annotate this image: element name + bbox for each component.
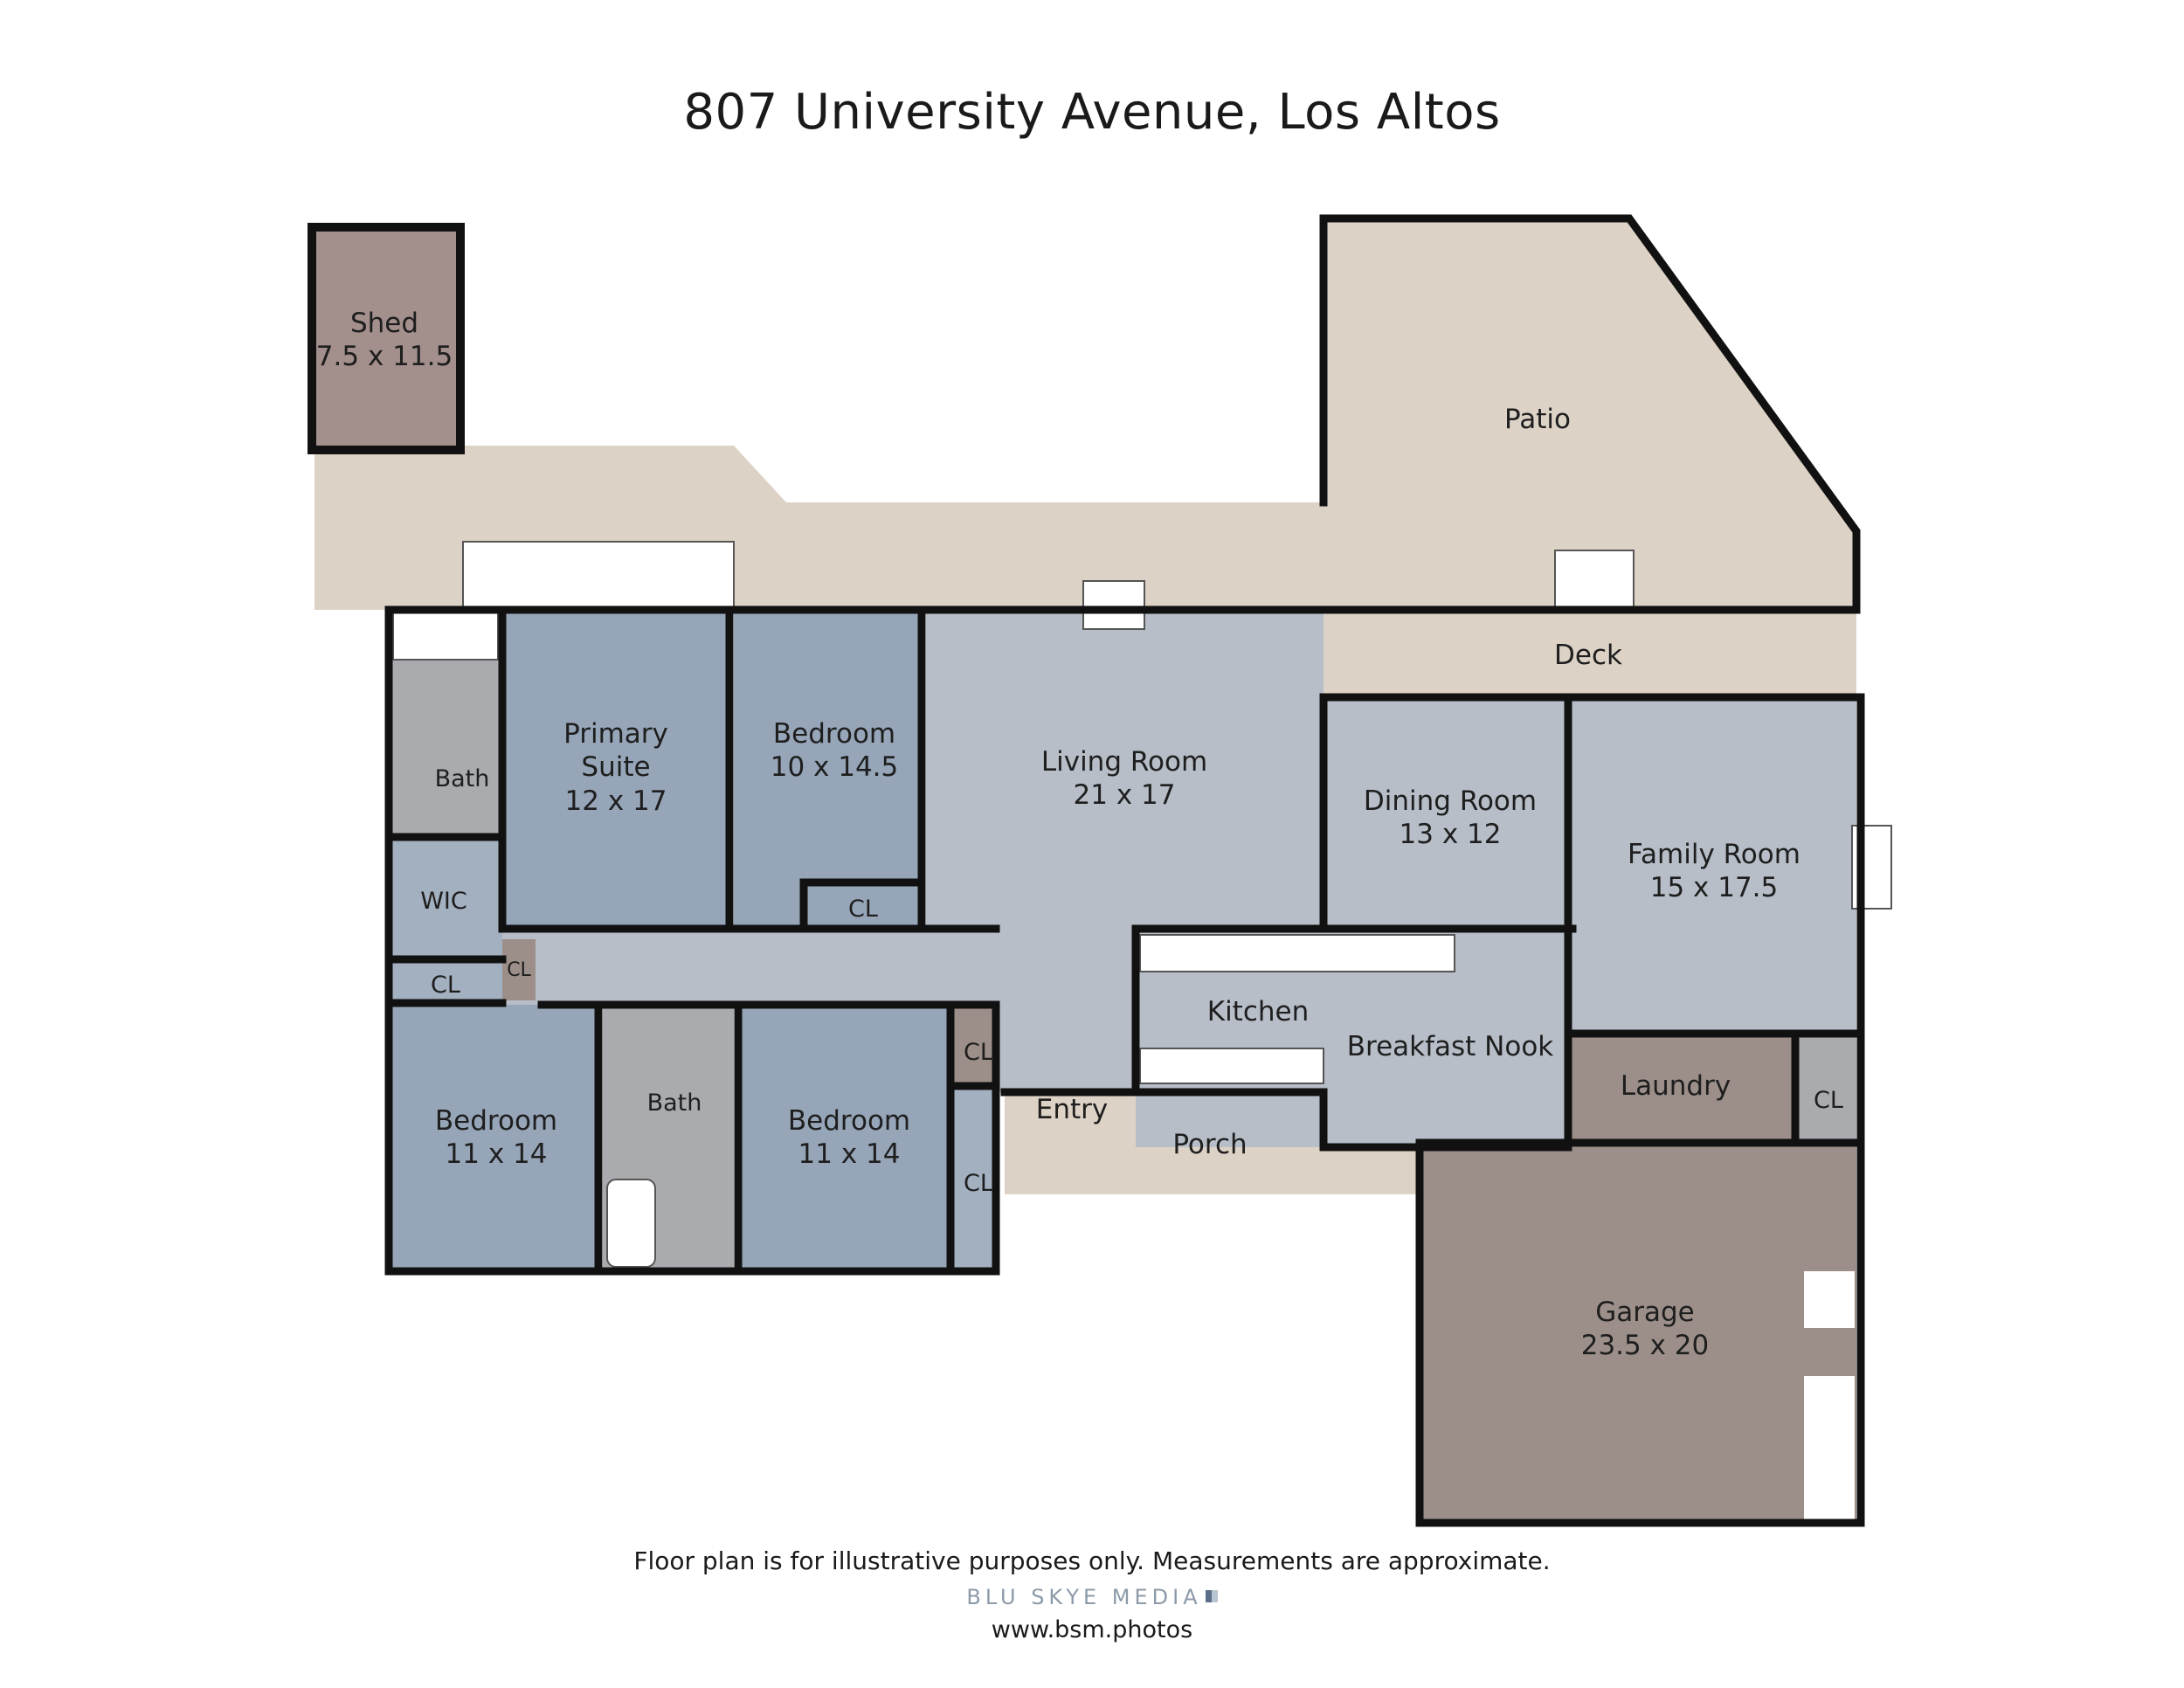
svg-text:Suite: Suite xyxy=(581,751,650,783)
wic-room xyxy=(389,837,502,959)
patio-area xyxy=(314,218,1856,610)
kitchen-counter xyxy=(1139,934,1455,972)
svg-text:Garage: Garage xyxy=(1595,1297,1695,1328)
shed-label: Shed 7.5 x 11.5 xyxy=(316,308,453,372)
cl-bed3-label: CL xyxy=(964,1170,993,1197)
laundry-room xyxy=(1568,1034,1795,1143)
bedroom1-label: Bedroom 10 x 14.5 xyxy=(771,718,899,783)
brand-logo: BLU SKYE MEDIA xyxy=(0,1585,2184,1609)
brand-mark-icon xyxy=(1205,1590,1218,1602)
patio-steps-west xyxy=(462,541,735,611)
plan-title: 807 University Avenue, Los Altos xyxy=(683,84,1501,141)
shower-fixture xyxy=(392,611,499,661)
cl-entry-room xyxy=(950,1005,996,1083)
cl-wic-room xyxy=(389,959,502,1003)
patio-label: Patio xyxy=(1504,404,1571,435)
family-label: Family Room 15 x 17.5 xyxy=(1628,839,1800,903)
living-label: Living Room 21 x 17 xyxy=(1041,746,1207,811)
primary-label: Primary Suite 12 x 17 xyxy=(563,718,668,817)
shed-room xyxy=(308,223,465,454)
dining-label: Dining Room 13 x 12 xyxy=(1364,785,1537,850)
garage-room xyxy=(1420,1143,1856,1523)
cl-hall-label: CL xyxy=(507,959,531,981)
wic-label: WIC xyxy=(420,888,467,915)
svg-text:Bedroom: Bedroom xyxy=(773,718,895,750)
svg-text:Living Room: Living Room xyxy=(1041,746,1207,778)
bath1-label: Bath xyxy=(435,765,490,792)
brand-url: www.bsm.photos xyxy=(991,1616,1193,1643)
cl-bed3-room xyxy=(950,1088,996,1271)
svg-text:11 x 14: 11 x 14 xyxy=(446,1138,548,1170)
svg-text:Primary: Primary xyxy=(563,718,668,750)
svg-text:23.5 x 20: 23.5 x 20 xyxy=(1581,1330,1710,1361)
svg-text:12 x 17: 12 x 17 xyxy=(565,785,667,817)
svg-text:10 x 14.5: 10 x 14.5 xyxy=(771,751,899,783)
kitchen-label: Kitchen xyxy=(1207,996,1310,1027)
svg-text:Bedroom: Bedroom xyxy=(435,1105,557,1137)
garage-door-marker-lower xyxy=(1804,1376,1855,1520)
disclaimer-text: Floor plan is for illustrative purposes … xyxy=(633,1546,1551,1575)
bath2-label: Bath xyxy=(647,1090,702,1117)
laundry-label: Laundry xyxy=(1621,1070,1731,1102)
patio-steps-east xyxy=(1554,550,1635,608)
cl-laundry-label: CL xyxy=(1814,1087,1843,1114)
nook-label: Breakfast Nook xyxy=(1347,1031,1554,1062)
family-room xyxy=(1568,697,1856,1034)
deck-label: Deck xyxy=(1554,640,1622,671)
cl-hall-room xyxy=(502,939,536,1000)
svg-text:11 x 14: 11 x 14 xyxy=(798,1138,901,1170)
svg-text:Shed: Shed xyxy=(350,308,418,339)
svg-text:13 x 12: 13 x 12 xyxy=(1400,819,1502,850)
bedroom2-room xyxy=(389,1005,598,1271)
svg-text:Bedroom: Bedroom xyxy=(788,1105,910,1137)
svg-text:15 x 17.5: 15 x 17.5 xyxy=(1650,872,1779,903)
hall-area xyxy=(502,929,996,1007)
brand-name: BLU SKYE MEDIA xyxy=(966,1585,1202,1609)
dining-room xyxy=(1324,697,1568,929)
garage-label: Garage 23.5 x 20 xyxy=(1581,1297,1710,1361)
deck-area xyxy=(1324,610,1856,697)
cl-entry-label: CL xyxy=(964,1039,993,1066)
porch-label: Porch xyxy=(1172,1129,1247,1160)
primary-room xyxy=(502,610,729,929)
svg-text:7.5 x 11.5: 7.5 x 11.5 xyxy=(316,341,453,372)
walls xyxy=(384,214,1865,1527)
cl-laundry-room xyxy=(1795,1034,1856,1143)
cl-wic-label: CL xyxy=(431,972,460,999)
svg-text:Dining Room: Dining Room xyxy=(1364,785,1537,817)
kitchen-island xyxy=(1139,1048,1324,1084)
cl-bed1-label: CL xyxy=(848,896,878,923)
garage-door-marker-upper xyxy=(1804,1271,1855,1328)
svg-text:Family Room: Family Room xyxy=(1628,839,1800,870)
tub-fixture xyxy=(606,1179,656,1268)
bedroom3-room xyxy=(738,1005,948,1271)
fireplace-living xyxy=(1082,580,1145,630)
bedroom3-label: Bedroom 11 x 14 xyxy=(788,1105,910,1170)
bedroom2-label: Bedroom 11 x 14 xyxy=(435,1105,557,1170)
bedroom1-room xyxy=(734,610,922,929)
svg-text:21 x 17: 21 x 17 xyxy=(1074,779,1176,811)
entry-label: Entry xyxy=(1036,1094,1108,1125)
